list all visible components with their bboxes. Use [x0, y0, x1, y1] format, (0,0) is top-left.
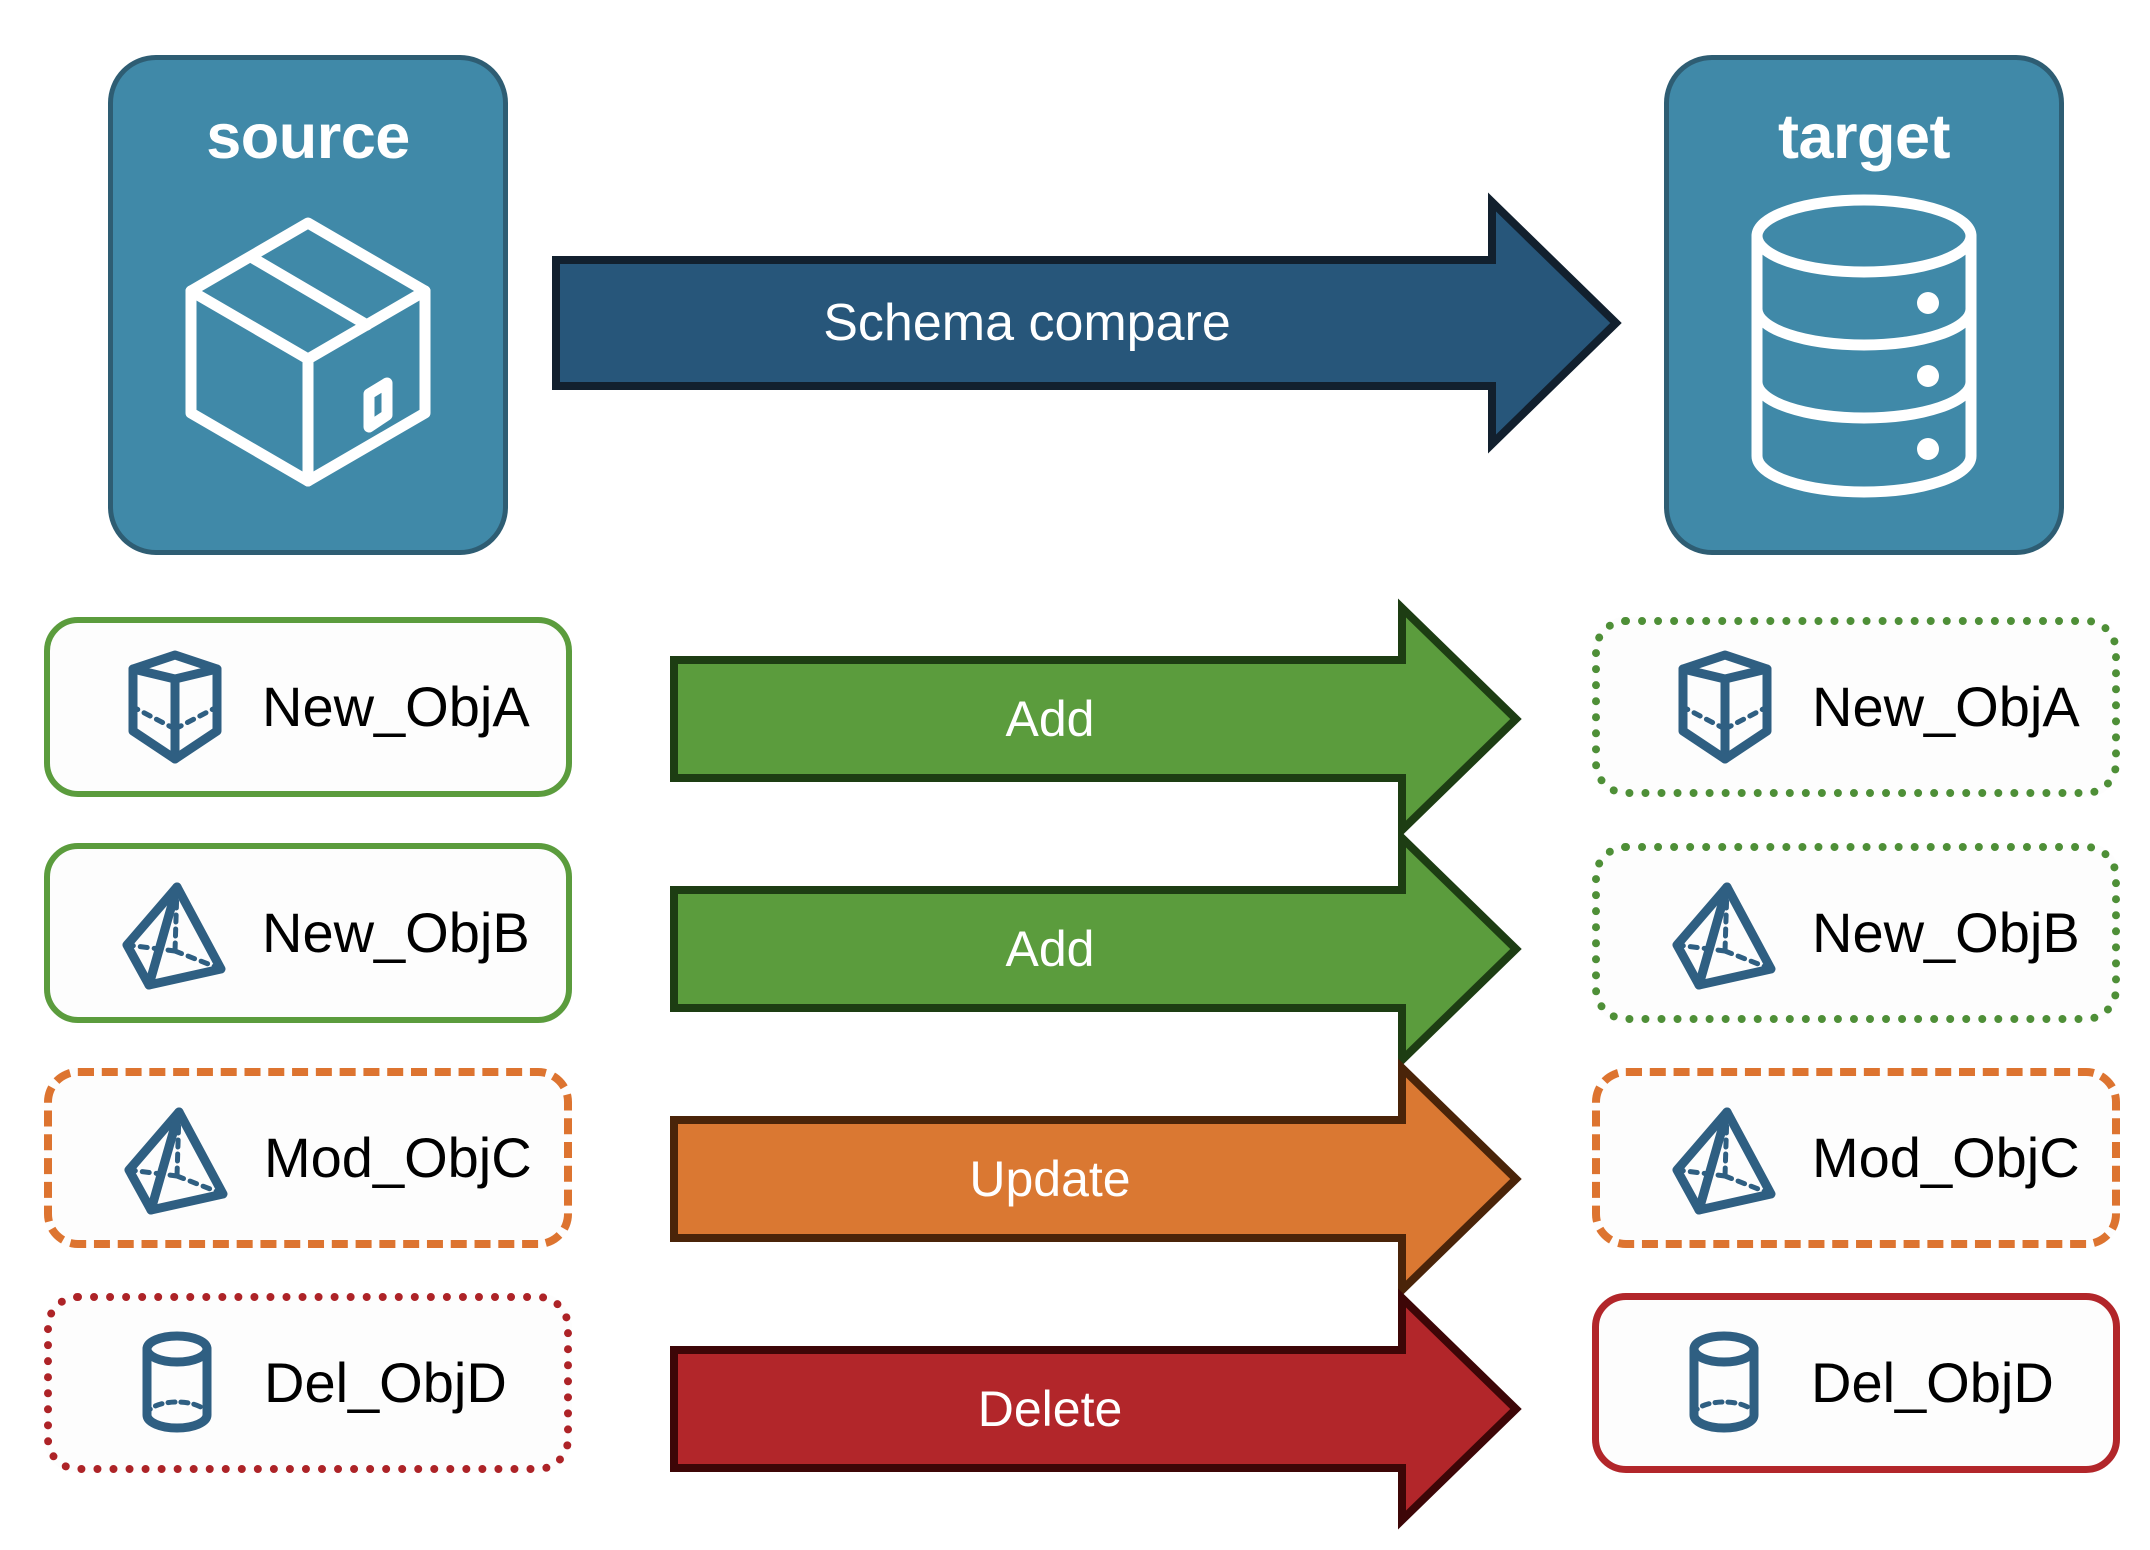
right-arrow-icon	[670, 598, 1522, 840]
wireframe-cylinder-icon	[112, 1318, 242, 1448]
wireframe-cube-icon	[110, 642, 240, 772]
source-object-label: Del_ObjD	[264, 1351, 507, 1414]
source-object-card[interactable]: New_ObjA	[44, 617, 572, 797]
source-object-label: New_ObjB	[262, 901, 530, 964]
package-box-icon	[163, 191, 453, 501]
wireframe-pyramid-icon	[110, 868, 240, 998]
action-arrow-delete[interactable]: Delete	[670, 1288, 1522, 1530]
wireframe-pyramid-icon	[1660, 868, 1790, 998]
source-object-card[interactable]: Mod_ObjC	[44, 1068, 572, 1248]
source-object-card[interactable]: Del_ObjD	[44, 1293, 572, 1473]
database-cylinder-icon	[1719, 191, 2009, 501]
target-object-card[interactable]: New_ObjB	[1592, 843, 2120, 1023]
target-object-card[interactable]: Mod_ObjC	[1592, 1068, 2120, 1248]
target-object-label: New_ObjB	[1812, 901, 2080, 964]
target-panel-title: target	[1777, 102, 1951, 172]
schema-compare-arrow: Schema compare	[552, 192, 1622, 454]
right-arrow-icon	[670, 828, 1522, 1070]
wireframe-cube-icon	[1660, 642, 1790, 772]
right-arrow-icon	[670, 1288, 1522, 1530]
right-arrow-icon	[552, 192, 1622, 454]
source-panel-title: source	[206, 102, 410, 172]
source-object-label: New_ObjA	[262, 675, 530, 738]
source-object-label: Mod_ObjC	[264, 1126, 532, 1189]
right-arrow-icon	[670, 1058, 1522, 1300]
wireframe-pyramid-icon	[1660, 1093, 1790, 1223]
source-panel: source	[108, 55, 508, 555]
target-object-card[interactable]: Del_ObjD	[1592, 1293, 2120, 1473]
target-object-label: New_ObjA	[1812, 675, 2080, 738]
target-object-label: Del_ObjD	[1811, 1351, 2054, 1414]
action-arrow-update[interactable]: Update	[670, 1058, 1522, 1300]
source-object-card[interactable]: New_ObjB	[44, 843, 572, 1023]
wireframe-cylinder-icon	[1659, 1318, 1789, 1448]
target-object-card[interactable]: New_ObjA	[1592, 617, 2120, 797]
target-object-label: Mod_ObjC	[1812, 1126, 2080, 1189]
target-panel: target	[1664, 55, 2064, 555]
action-arrow-add[interactable]: Add	[670, 828, 1522, 1070]
action-arrow-add[interactable]: Add	[670, 598, 1522, 840]
wireframe-pyramid-icon	[112, 1093, 242, 1223]
